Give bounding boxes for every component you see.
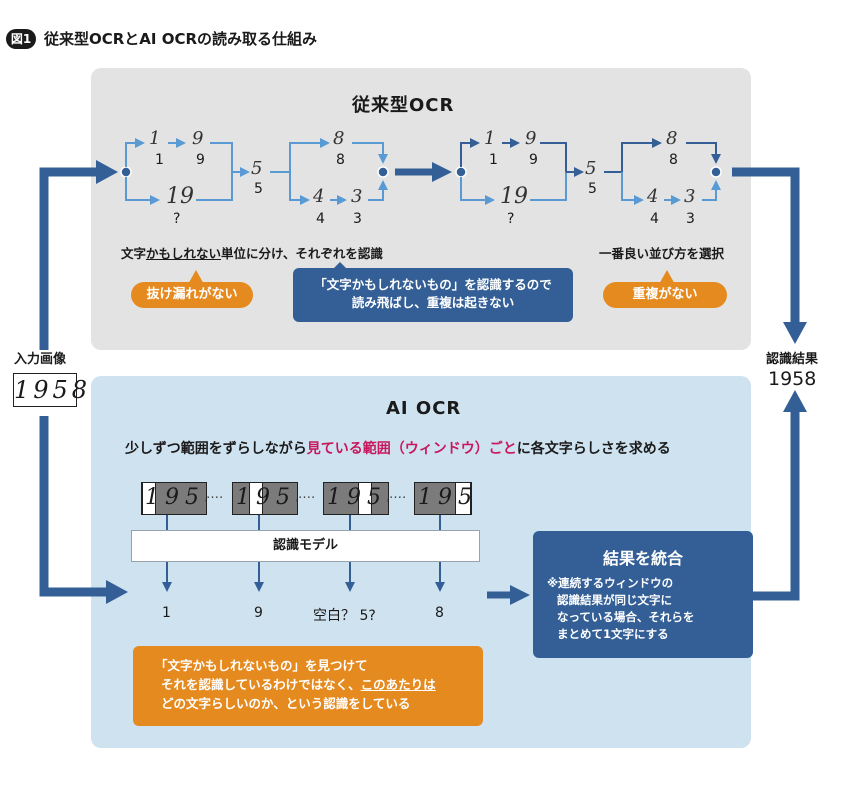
window-highlight [142,483,156,514]
right-right-top-digit: 8 [669,152,678,168]
ai-note-line-1: 「文字かもしれないもの」を見つけて [155,658,368,673]
figure-badge: 図1 [6,29,36,49]
ai-output-1: 1 [162,605,171,621]
glyph-r-mid-5: 5 [585,158,597,179]
left-right-top-digit: 8 [336,152,345,168]
merge-results-box: 結果を統合 ※連続するウィンドウの 認識結果が同じ文字に なっている場合、それら… [533,531,753,658]
model-output-arrows [162,515,445,592]
right-top-digit-1: 1 [489,152,498,168]
left-graph [120,138,389,205]
ai-ocr-title: AI OCR [386,398,462,419]
ai-note-line-2: それを認識しているわけではなく、このあたりは [161,677,436,692]
right-graph [455,138,722,205]
ai-note-line-3: どの文字らしいのか、という認識をしている [161,696,411,711]
left-mid-digit: 5 [254,181,263,197]
window-highlight [358,483,372,514]
caption-left: 文字かもしれない単位に分け、それぞれを認識 [121,246,383,261]
right-bottom-digit: ? [507,211,515,227]
pill-no-duplication: 重複がない [603,282,727,308]
left-bottom-digit: ? [173,211,181,227]
ai-output-3: 空白？ 5? [313,608,376,624]
traditional-center-box: 「文字かもしれないもの」を認識するので 読み飛ばし、重複は起きない [293,268,573,322]
figure-title: 従来型OCRとAI OCRの読み取る仕組み [44,30,318,48]
window-strip-2: 1958 [232,482,298,515]
input-image: 1958 [13,373,87,407]
result-value: 1958 [768,368,817,390]
merge-note: ※連続するウィンドウの 認識結果が同じ文字に なっている場合、それらを まとめて… [547,576,695,641]
left-top-digit-9: 9 [196,152,205,168]
glyph-r-top-9: 9 [525,128,537,149]
pill-no-omission: 抜け漏れがない [131,282,253,308]
arrow-input-to-ai [39,416,106,597]
glyph-r-bottom-19: 19 [500,184,528,209]
ai-output-2: 9 [254,605,263,621]
center-box-line-1: 「文字かもしれないもの」を認識するので [314,277,552,292]
ellipsis-2: ‥‥ [298,487,316,502]
right-right-bottom-digit-4: 4 [650,211,659,227]
arrow-traditional-to-result [732,167,800,322]
window-strip-1: 1958 [141,482,207,515]
merge-title: 結果を統合 [602,549,683,568]
right-mid-digit: 5 [588,181,597,197]
left-right-bottom-digit-3: 3 [353,211,362,227]
ai-note-box: 「文字かもしれないもの」を見つけて それを認識しているわけではなく、このあたりは… [133,646,483,726]
glyph-r-top-1: 1 [484,128,496,149]
glyph-r-right-3: 3 [684,186,696,207]
glyph-mid-5: 5 [251,158,263,179]
caption-right: 一番良い並び方を選択 [599,246,725,261]
window-strip-3: 1958 [323,482,389,515]
glyph-r-right-4: 4 [647,186,659,207]
window-strip-4: 1958 [414,482,472,515]
glyph-top-9: 9 [192,128,204,149]
glyph-right-4: 4 [313,186,325,207]
ellipsis-1: ‥‥ [206,487,224,502]
left-top-digit-1: 1 [155,152,164,168]
result-label: 認識結果 [766,352,819,367]
recognition-model-box: 認識モデル [131,530,480,562]
ai-output-4: 8 [435,605,444,621]
window-highlight [249,483,263,514]
glyph-r-right-8: 8 [666,128,678,149]
ellipsis-3: ‥‥ [389,487,407,502]
center-box-line-2: 読み飛ばし、重複は起きない [351,295,515,310]
input-label: 入力画像 [14,352,67,367]
traditional-ocr-title: 従来型OCR [352,95,455,116]
right-right-bottom-digit-3: 3 [686,211,695,227]
glyph-right-8: 8 [333,128,345,149]
glyph-bottom-19: 19 [166,184,194,209]
arrow-input-to-traditional [39,167,96,350]
arrow-merge-to-result [736,412,800,601]
right-top-digit-9: 9 [529,152,538,168]
left-right-bottom-digit-4: 4 [316,211,325,227]
window-highlight [455,483,471,514]
glyph-right-3: 3 [351,186,363,207]
glyph-top-1: 1 [149,128,161,149]
ai-subtitle: 少しずつ範囲をずらしながら見ている範囲（ウィンドウ）ごとに各文字らしさを求める [125,441,671,457]
